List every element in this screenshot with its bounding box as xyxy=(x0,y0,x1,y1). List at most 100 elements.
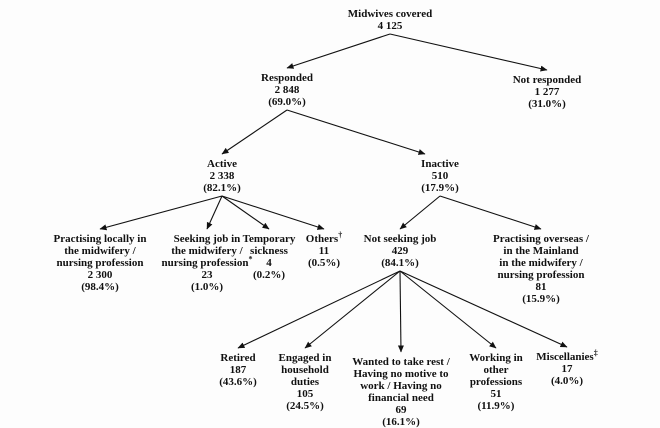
node-line: Midwives covered xyxy=(347,8,433,20)
node-line: Working in xyxy=(469,352,523,364)
node-line: (0.2%) xyxy=(252,269,286,281)
node-line: 81 xyxy=(535,281,547,293)
node-line: (17.9%) xyxy=(421,182,459,194)
node-line: 51 xyxy=(490,388,502,400)
edge-midwives-to-responded xyxy=(286,33,391,69)
node-line: (1.0%) xyxy=(190,281,224,293)
node-line: Having no motive to xyxy=(353,368,449,380)
node-take-rest: Wanted to take rest /Having no motive to… xyxy=(352,356,450,428)
node-line: 4 125 xyxy=(377,20,403,32)
node-line: (43.6%) xyxy=(219,376,257,388)
node-line-text: Others xyxy=(305,233,339,245)
node-line: Retired xyxy=(220,352,256,364)
node-line: the midwifery / xyxy=(64,245,136,257)
edge-not-seeking-job-to-household-duties xyxy=(304,270,401,349)
edge-active-to-seeking-job xyxy=(206,195,223,230)
node-line: sickness xyxy=(250,245,288,257)
node-miscellanies: Miscellanies‡17(4.0%) xyxy=(536,348,598,387)
node-line: (16.1%) xyxy=(382,416,420,428)
node-line: 23 xyxy=(201,269,213,281)
node-line: Wanted to take rest / xyxy=(352,356,450,368)
node-line: household xyxy=(281,364,329,376)
node-line: (82.1%) xyxy=(203,182,241,194)
edge-not-seeking-job-to-take-rest xyxy=(397,270,404,353)
node-line: financial need xyxy=(368,392,434,404)
edge-responded-to-active xyxy=(221,109,288,155)
node-line: (98.4%) xyxy=(81,281,119,293)
node-line: professions xyxy=(469,376,523,388)
node-line: 2 338 xyxy=(209,170,235,182)
node-line: Not responded xyxy=(512,74,582,86)
edge-not-seeking-job-to-miscellanies xyxy=(399,270,568,348)
node-line: (15.9%) xyxy=(522,293,560,305)
node-line: nursing profession xyxy=(497,269,585,281)
node-line: Responded xyxy=(261,72,313,84)
edge-active-to-temporary-sickness xyxy=(221,195,270,230)
node-line: 105 xyxy=(296,388,314,400)
node-line: Temporary xyxy=(242,233,296,245)
node-line: Others† xyxy=(305,230,343,245)
node-line: (24.5%) xyxy=(286,400,324,412)
edge-active-to-practising-locally xyxy=(99,195,223,231)
edge-responded-to-inactive xyxy=(286,109,426,155)
node-line: Practising overseas / xyxy=(493,233,589,245)
node-line: in the midwifery / xyxy=(499,257,583,269)
node-line: Seeking job in xyxy=(173,233,241,245)
node-line: Active xyxy=(207,158,237,170)
edge-inactive-to-not-seeking-job xyxy=(399,195,441,230)
node-line: Inactive xyxy=(421,158,459,170)
node-line-text: nursing profession xyxy=(161,257,249,269)
node-line: nursing profession xyxy=(56,257,144,269)
node-line: 510 xyxy=(431,170,449,182)
node-line: other xyxy=(483,364,509,376)
edge-not-seeking-job-to-retired xyxy=(237,270,401,349)
node-line: (0.5%) xyxy=(307,257,341,269)
edge-inactive-to-practising-overseas xyxy=(439,195,542,230)
node-line: 2 848 xyxy=(274,84,300,96)
node-line: (31.0%) xyxy=(528,98,566,110)
node-line: duties xyxy=(290,376,320,388)
node-line: Practising locally in xyxy=(53,233,147,245)
node-line: Not seeking job xyxy=(363,233,437,245)
footnote-marker: † xyxy=(338,230,343,240)
node-line-text: Miscellanies xyxy=(536,351,594,363)
node-line: 69 xyxy=(395,404,407,416)
node-line: in the Mainland xyxy=(503,245,579,257)
footnote-marker: ‡ xyxy=(593,348,598,358)
node-line: 2 300 xyxy=(87,269,113,281)
node-line: Engaged in xyxy=(278,352,332,364)
node-line: Miscellanies‡ xyxy=(536,348,598,363)
node-line: (4.0%) xyxy=(550,375,584,387)
node-line: 4 xyxy=(266,257,272,269)
node-line: work / Having no xyxy=(360,380,442,392)
node-line: 17 xyxy=(561,363,573,375)
node-line: 429 xyxy=(391,245,409,257)
edge-active-to-others xyxy=(221,195,325,230)
node-line: the midwifery / xyxy=(171,245,243,257)
edge-not-seeking-job-to-other-professions xyxy=(399,270,497,349)
node-others: Others†11(0.5%) xyxy=(305,230,343,269)
node-line: (11.9%) xyxy=(477,400,515,412)
footnote-marker: * xyxy=(248,254,253,264)
node-line: nursing profession* xyxy=(161,254,253,269)
node-line: 187 xyxy=(229,364,247,376)
edge-midwives-to-not-responded xyxy=(389,33,548,72)
node-line: 11 xyxy=(318,245,330,257)
node-line: (84.1%) xyxy=(381,257,419,269)
node-line: (69.0%) xyxy=(268,96,306,108)
